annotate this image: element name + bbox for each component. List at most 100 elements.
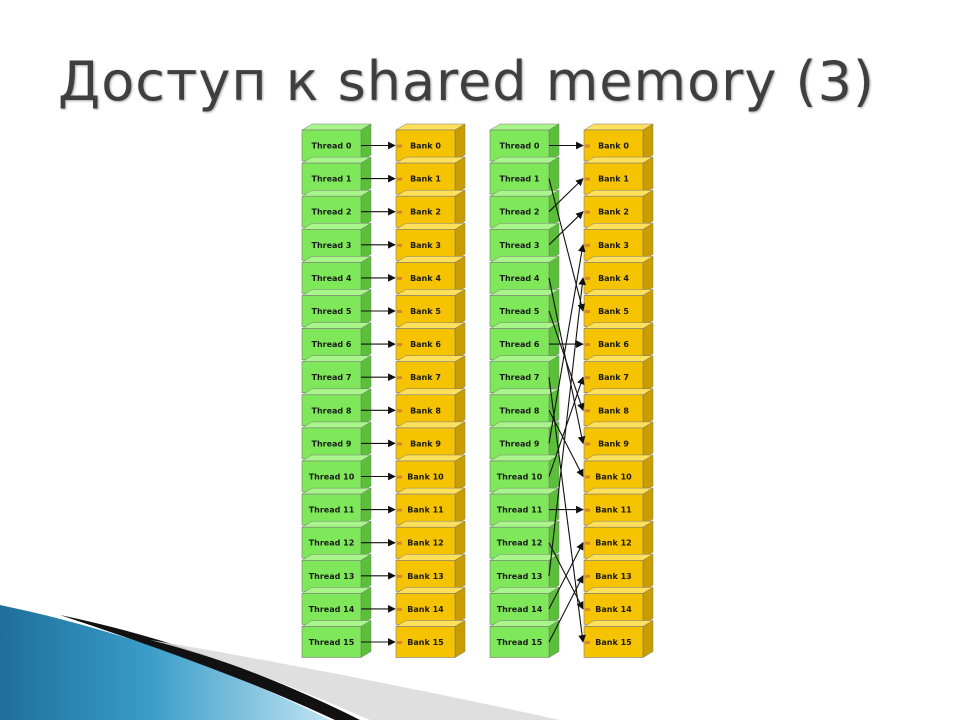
bank-box-6: Bank 6 <box>395 322 466 361</box>
bank-label-2: Bank 2 <box>598 208 629 217</box>
thread-box-15: Thread 15 <box>489 620 560 658</box>
bank-port-7 <box>397 376 402 380</box>
bank-box-10: Bank 10 <box>583 454 654 493</box>
bank-port-11 <box>397 508 402 512</box>
bank-port-2 <box>397 210 402 214</box>
thread-label-15: Thread 15 <box>497 638 543 647</box>
bank-port-12 <box>397 541 402 545</box>
bank-box-2: Bank 2 <box>583 189 654 228</box>
thread-box-8: Thread 8 <box>301 388 372 427</box>
bank-port-8 <box>397 409 402 413</box>
thread-label-9: Thread 9 <box>312 439 352 448</box>
bank-port-14 <box>397 607 402 611</box>
thread-label-8: Thread 8 <box>312 406 352 415</box>
bank-box-3: Bank 3 <box>583 222 654 261</box>
thread-label-5: Thread 5 <box>312 307 352 316</box>
bank-label-6: Bank 6 <box>410 340 441 349</box>
bank-label-14: Bank 14 <box>595 605 632 614</box>
bank-box-0: Bank 0 <box>395 123 466 162</box>
arrow-thread-2-to-bank-1 <box>548 178 584 213</box>
bank-port-2 <box>585 210 590 214</box>
bank-box-1: Bank 1 <box>395 156 466 195</box>
thread-label-10: Thread 10 <box>309 473 355 482</box>
arrow-thread-8-to-bank-10 <box>548 410 584 478</box>
thread-box-7: Thread 7 <box>301 355 372 394</box>
thread-label-11: Thread 11 <box>309 506 355 515</box>
thread-label-1: Thread 1 <box>500 175 540 184</box>
slide-title: Доступ к shared memory (3) <box>58 50 875 113</box>
thread-label-9: Thread 9 <box>500 439 540 448</box>
thread-box-2: Thread 2 <box>301 189 372 228</box>
thread-box-11: Thread 11 <box>301 487 372 526</box>
bank-label-7: Bank 7 <box>410 373 441 382</box>
arrow-thread-3-to-bank-2 <box>548 211 584 246</box>
bank-port-15 <box>397 641 402 644</box>
thread-label-7: Thread 7 <box>500 373 540 382</box>
bank-port-6 <box>397 343 402 347</box>
bank-label-12: Bank 12 <box>595 539 631 548</box>
bank-label-4: Bank 4 <box>598 274 629 283</box>
bank-port-1 <box>397 177 402 181</box>
bank-port-1 <box>585 177 590 181</box>
thread-box-1: Thread 1 <box>301 156 372 195</box>
bank-box-11: Bank 11 <box>395 487 466 526</box>
thread-box-6: Thread 6 <box>301 322 372 361</box>
thread-label-4: Thread 4 <box>312 274 352 283</box>
thread-box-13: Thread 13 <box>301 553 372 592</box>
arrow-thread-14-to-bank-12 <box>548 542 584 610</box>
bank-label-5: Bank 5 <box>598 307 629 316</box>
bank-box-11: Bank 11 <box>583 487 654 526</box>
bank-port-4 <box>585 276 590 280</box>
thread-box-7: Thread 7 <box>489 355 560 394</box>
bank-box-8: Bank 8 <box>583 388 654 427</box>
thread-box-10: Thread 10 <box>301 454 372 493</box>
bank-label-11: Bank 11 <box>595 506 632 515</box>
bank-box-14: Bank 14 <box>583 586 654 625</box>
thread-label-2: Thread 2 <box>312 208 352 217</box>
bank-port-15 <box>585 641 590 644</box>
thread-box-9: Thread 9 <box>301 421 372 460</box>
thread-box-15: Thread 15 <box>301 620 372 658</box>
bank-box-1: Bank 1 <box>583 156 654 195</box>
thread-box-5: Thread 5 <box>489 289 560 327</box>
bank-port-13 <box>585 574 590 578</box>
thread-box-8: Thread 8 <box>489 388 560 427</box>
bank-label-1: Bank 1 <box>598 175 629 184</box>
bank-port-12 <box>585 541 590 545</box>
thread-label-12: Thread 12 <box>497 539 543 548</box>
bank-port-6 <box>585 343 590 347</box>
bank-label-8: Bank 8 <box>410 406 441 415</box>
bank-box-9: Bank 9 <box>395 421 466 460</box>
bank-box-13: Bank 13 <box>395 553 466 592</box>
bank-label-3: Bank 3 <box>598 241 629 250</box>
thread-label-13: Thread 13 <box>309 572 355 581</box>
bank-port-5 <box>397 310 402 313</box>
thread-label-8: Thread 8 <box>500 406 540 415</box>
thread-label-15: Thread 15 <box>309 638 355 647</box>
thread-box-0: Thread 0 <box>301 123 372 162</box>
thread-label-12: Thread 12 <box>309 539 355 548</box>
thread-box-4: Thread 4 <box>489 255 560 294</box>
thread-label-0: Thread 0 <box>500 142 540 151</box>
bank-port-8 <box>585 409 590 413</box>
bank-label-14: Bank 14 <box>407 605 444 614</box>
thread-box-9: Thread 9 <box>489 421 560 460</box>
thread-label-6: Thread 6 <box>500 340 540 349</box>
bank-label-13: Bank 13 <box>407 572 443 581</box>
thread-label-4: Thread 4 <box>500 274 540 283</box>
bank-box-6: Bank 6 <box>583 322 654 361</box>
thread-label-5: Thread 5 <box>500 307 540 316</box>
bank-box-5: Bank 5 <box>583 289 654 327</box>
bank-box-10: Bank 10 <box>395 454 466 493</box>
bank-label-0: Bank 0 <box>598 142 629 151</box>
bank-label-10: Bank 10 <box>407 473 444 482</box>
arrow-thread-15-to-bank-13 <box>548 575 584 643</box>
bank-label-0: Bank 0 <box>410 142 441 151</box>
thread-label-3: Thread 3 <box>500 241 540 250</box>
bank-label-15: Bank 15 <box>595 638 632 647</box>
bank-port-3 <box>585 243 590 247</box>
bank-port-10 <box>585 475 590 479</box>
